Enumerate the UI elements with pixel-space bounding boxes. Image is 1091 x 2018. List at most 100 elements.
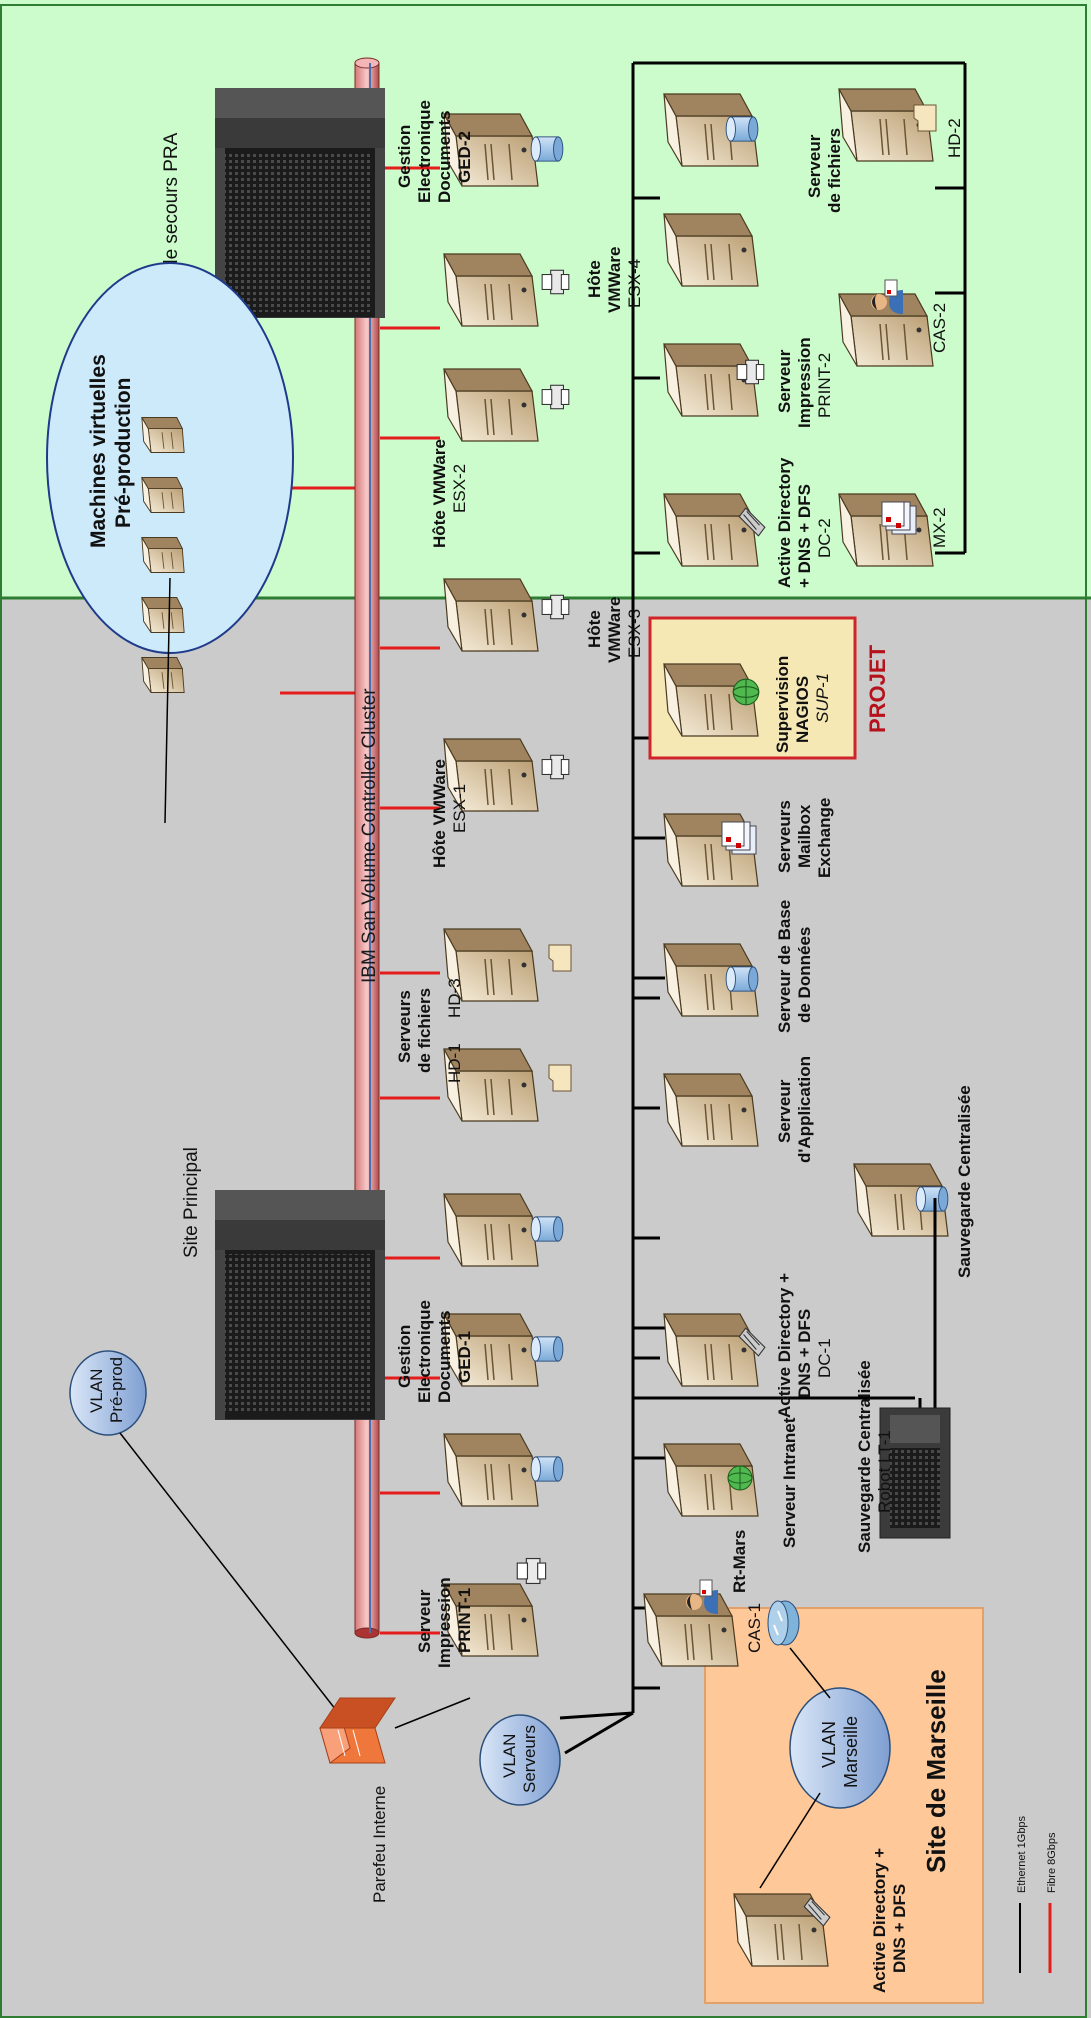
esx3-line3: ESX-3 (625, 609, 644, 658)
vlan-preprod-label-1: VLAN (87, 1369, 106, 1413)
dc2-line3: DC-2 (815, 518, 834, 558)
server-mailbox[interactable] (664, 814, 758, 886)
hd2-label: HD-2 (945, 118, 964, 158)
vlan-serveurs-label-1: VLAN (500, 1734, 519, 1778)
legend-fibre: Fibre 8Gbps (1046, 1832, 1058, 1893)
project-tag: PROJET (865, 644, 890, 733)
server-database[interactable] (664, 944, 758, 1016)
server-secours-a[interactable] (664, 214, 758, 286)
intranet-label: Serveur Intranet (780, 1417, 799, 1548)
vm-icon (142, 658, 184, 693)
fichiers2-line2: de fichiers (825, 128, 844, 213)
print1-line3: PRINT-1 (455, 1588, 474, 1653)
storage-bay-secours (215, 88, 385, 318)
project-line1: Supervision (773, 656, 792, 753)
app-line1: Serveur (775, 1079, 794, 1143)
mailbox-line1: Serveurs (775, 800, 794, 873)
mailbox-line2: Mailbox (795, 804, 814, 868)
esx2-line2: ESX-2 (450, 464, 469, 513)
site-principal-title: Site Principal (181, 1147, 202, 1258)
ged1-line1: Gestion (395, 1325, 414, 1388)
vm-icon (142, 598, 184, 633)
cas1-label: CAS-1 (745, 1603, 764, 1653)
disk-icon (726, 967, 758, 991)
hd3-label: HD-3 (445, 978, 464, 1018)
server-dc-marseille[interactable] (734, 1894, 830, 1966)
vlan-preprod[interactable]: VLAN Pré-prod (70, 1351, 146, 1435)
server-mx-2[interactable] (839, 494, 933, 566)
esx2-line1: Hôte VMWare (430, 439, 449, 548)
esx4-line3: ESX-4 (625, 259, 644, 308)
server-application[interactable] (664, 1074, 758, 1146)
dc2-line1: Active Directory (775, 457, 794, 588)
ged1-line3: Documents (435, 1310, 454, 1403)
vm-title-line2: Pré-production (112, 378, 135, 529)
server-secours-b[interactable] (664, 94, 758, 166)
print2-line3: PRINT-2 (815, 353, 834, 418)
print1-line2: Impression (435, 1577, 454, 1668)
ged1-line4: GED-1 (455, 1331, 474, 1383)
storage-bay-principal (215, 1190, 385, 1420)
disk-icon (531, 1457, 563, 1481)
print2-line1: Serveur (775, 349, 794, 413)
esx1-line1: Hôte VMWare (430, 759, 449, 868)
project-line2: NAGIOS (793, 676, 812, 743)
dc1-line1: Active Directory + (775, 1273, 794, 1418)
ged2-line1: Gestion (395, 125, 414, 188)
globe-icon (733, 679, 759, 705)
vlan-preprod-label-2: Pré-prod (107, 1357, 126, 1423)
ged2-line4: GED-2 (455, 131, 474, 183)
hd1-label: HD-1 (445, 1043, 464, 1083)
vm-icon (142, 538, 184, 573)
vlan-marseille[interactable]: VLAN Marseille (790, 1688, 890, 1808)
ged2-line2: Electronique (415, 100, 434, 203)
project-id: SUP-1 (813, 673, 832, 723)
fichiers1-line1: Serveurs (395, 990, 414, 1063)
fichiers1-line2: de fichiers (415, 988, 434, 1073)
fichiers2-line1: Serveur (805, 134, 824, 198)
esx3-line2: VMWare (605, 597, 624, 663)
print2-line2: Impression (795, 337, 814, 428)
vlan-serveurs[interactable]: VLAN Serveurs (480, 1715, 560, 1805)
dc-marseille-line1: Active Directory + (870, 1848, 889, 1993)
vlan-marseille-label-2: Marseille (841, 1716, 861, 1788)
dc1-line3: DC-1 (815, 1338, 834, 1378)
cas2-label: CAS-2 (930, 303, 949, 353)
esx4-line2: VMWare (605, 247, 624, 313)
disk-icon (726, 117, 758, 141)
dc2-line2: + DNS + DFS (795, 484, 814, 588)
globe-icon (728, 1466, 752, 1490)
dc-marseille-line2: DNS + DFS (890, 1884, 909, 1973)
app-line2: d'Application (795, 1056, 814, 1163)
project-box[interactable]: Supervision NAGIOS SUP-1 (650, 618, 855, 758)
dc1-line2: DNS + DFS (795, 1309, 814, 1398)
mail-icon (722, 822, 756, 854)
robot-line1: Sauvegarde Centralisée (855, 1360, 874, 1553)
rtmars-label: Rt-Mars (730, 1530, 749, 1593)
esx1-line2: ESX-1 (450, 784, 469, 833)
legend-ethernet: Ethernet 1Gbps (1016, 1815, 1028, 1893)
esx3-line1: Hôte (585, 610, 604, 648)
router-rt-mars[interactable] (768, 1601, 799, 1645)
site-marseille-title: Site de Marseille (921, 1669, 951, 1873)
ged2-line3: Documents (435, 110, 454, 203)
server-intranet[interactable] (664, 1444, 758, 1516)
ged1-line2: Electronique (415, 1300, 434, 1403)
disk-icon (531, 1217, 563, 1241)
bdd-line1: Serveur de Base (775, 900, 794, 1033)
print1-line1: Serveur (415, 1589, 434, 1653)
backup-label: Sauvegarde Centralisée (955, 1085, 974, 1278)
vm-icon (142, 418, 184, 453)
esx4-line1: Hôte (585, 260, 604, 298)
robot-line2: Robot LT-1 (875, 1430, 894, 1513)
vm-title-line1: Machines virtuelles (87, 354, 110, 548)
server-hd-2[interactable] (839, 89, 936, 161)
bdd-line2: de Données (795, 927, 814, 1023)
mailbox-line3: Exchange (815, 798, 834, 878)
disk-icon (916, 1187, 948, 1211)
vlan-marseille-label-1: VLAN (819, 1721, 839, 1768)
firewall-label: Parefeu Interne (370, 1786, 389, 1903)
mail-icon (882, 502, 916, 534)
disk-icon (531, 1337, 563, 1361)
